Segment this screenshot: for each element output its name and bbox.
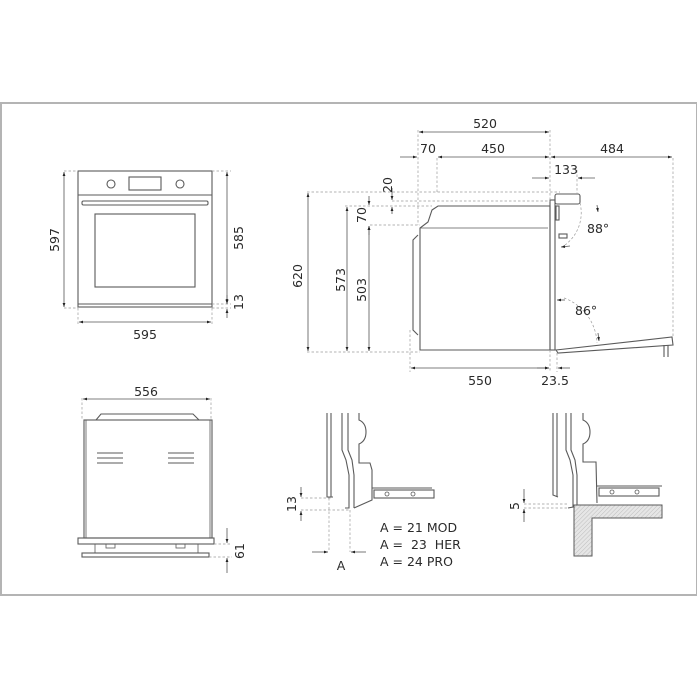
door-window (94, 213, 196, 288)
top-view: 556 61 (77, 384, 247, 573)
dim-13-detail: 13 (284, 496, 299, 512)
angle-88: 88° (587, 221, 609, 236)
oven-body-side (419, 205, 551, 351)
dim-550: 550 (468, 373, 492, 388)
dim-520: 520 (473, 116, 497, 131)
dim-595: 595 (133, 327, 157, 342)
dim-5: 5 (507, 502, 522, 510)
note-a-pro: A = 24 PRO (380, 554, 453, 569)
door-top (81, 552, 210, 558)
front-panel-top (77, 537, 215, 545)
front-view: 597 585 13 595 (47, 170, 246, 342)
dim-13-front: 13 (231, 294, 246, 310)
knob-right-icon (175, 179, 185, 189)
dim-484: 484 (600, 141, 624, 156)
dim-20: 20 (380, 177, 395, 193)
side-view: 88° 86° 520 70 450 484 133 20 70 620 573… (290, 116, 674, 388)
door-side (549, 199, 556, 351)
dim-620: 620 (290, 264, 305, 288)
dim-585: 585 (231, 226, 246, 250)
oven-front-outline (77, 170, 213, 308)
dim-503: 503 (354, 278, 369, 302)
note-a-mod: A = 21 MOD (380, 520, 457, 535)
dim-70-side: 70 (354, 207, 369, 223)
vent-right-icon (168, 452, 194, 464)
open-door (555, 336, 674, 354)
top-back-edge (95, 413, 200, 421)
dim-556: 556 (134, 384, 158, 399)
dim-573: 573 (333, 268, 348, 292)
dim-450: 450 (481, 141, 505, 156)
dim-61: 61 (232, 543, 247, 559)
vent-left-icon (97, 452, 123, 464)
door-handle-side (554, 193, 581, 205)
rail-detail-b (598, 487, 660, 497)
dim-597: 597 (47, 228, 62, 252)
display-panel (128, 176, 162, 191)
door-handle (81, 200, 209, 206)
dim-70-top: 70 (420, 141, 436, 156)
cabinet-shelf (573, 504, 663, 557)
detail-b: 5 (507, 413, 663, 557)
oven-body-top (83, 419, 213, 539)
rail-detail-a (373, 489, 435, 499)
note-a-her: A = 23 HER (380, 537, 461, 552)
dim-a-label: A (337, 558, 346, 573)
angle-86: 86° (575, 303, 597, 318)
knob-left-icon (106, 179, 116, 189)
detail-a: 13 A A = 21 MOD A = 23 HER A = 24 PRO (284, 413, 461, 573)
dim-23-5: 23.5 (541, 373, 569, 388)
drawing-frame (0, 102, 697, 596)
dim-133: 133 (554, 162, 578, 177)
